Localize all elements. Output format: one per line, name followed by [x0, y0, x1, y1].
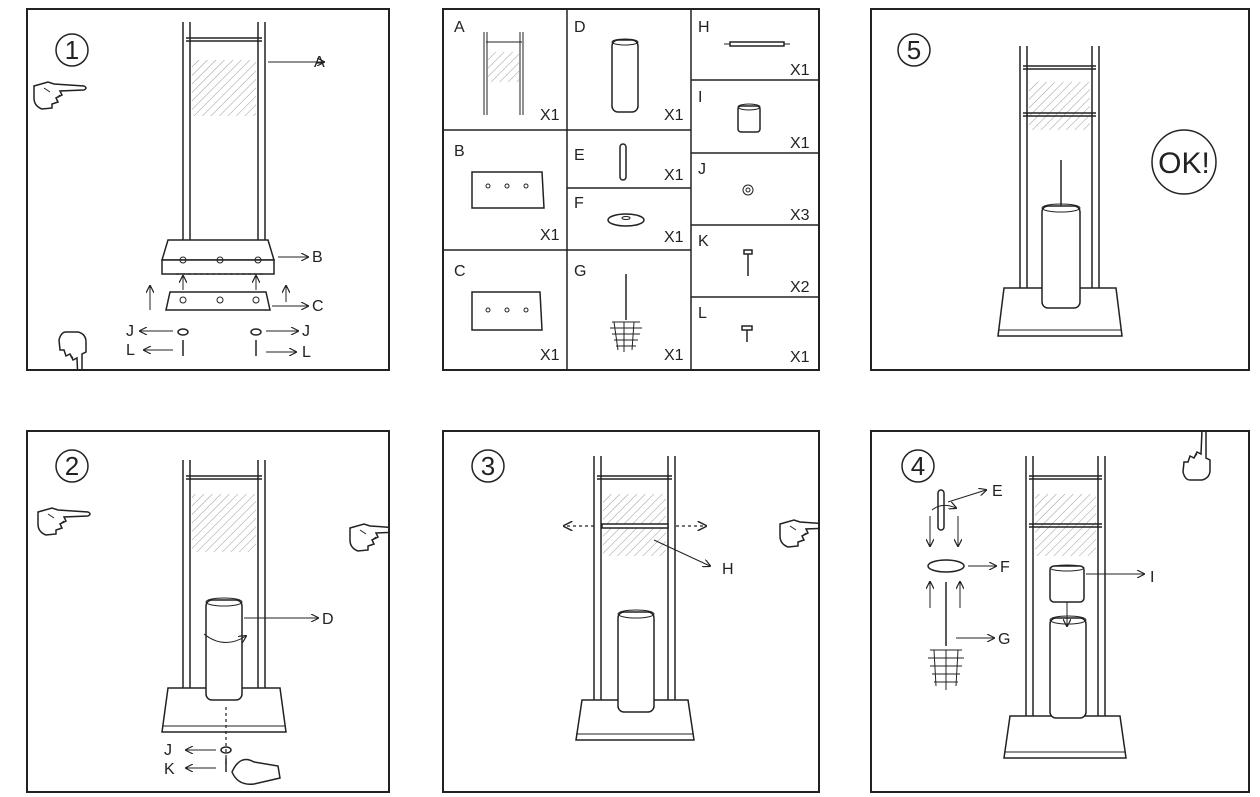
- parts-list-grid: A X1 B X1 C X1 D X1 E X1 F X1 G X1: [444, 10, 818, 369]
- step-5-diagram: 5 OK!: [897, 33, 1217, 337]
- label-J-right: J: [302, 323, 310, 340]
- part-H-qty: X1: [790, 62, 810, 79]
- step-4-diagram: 4 I E F G: [901, 432, 1211, 759]
- part-J-letter: J: [698, 161, 706, 178]
- part-H-letter: H: [698, 19, 710, 36]
- label-A: A: [314, 54, 325, 71]
- step-3-diagram: 3 H: [471, 449, 818, 741]
- pointing-down-hand-icon: [58, 331, 87, 369]
- step-1-number: 1: [65, 35, 79, 65]
- step-1-diagram: 1 A B C J J L L: [33, 22, 325, 369]
- ok-badge: [1151, 129, 1217, 195]
- pointing-hand-icon: [37, 507, 91, 536]
- step-5-panel: 5 OK!: [870, 8, 1250, 371]
- part-G-qty: X1: [664, 347, 684, 364]
- part-F-qty: X1: [664, 229, 684, 246]
- part-I-letter: I: [698, 89, 702, 106]
- pointing-hand-icon-2: [349, 523, 388, 552]
- part-J-qty: X3: [790, 207, 810, 224]
- label-J-left: J: [126, 323, 134, 340]
- label-L-left: L: [126, 342, 135, 359]
- step-3-panel: 3 H: [442, 430, 820, 793]
- part-D-cylinder: [205, 599, 243, 701]
- label-K: K: [164, 761, 175, 778]
- step-2-number: 2: [65, 451, 79, 481]
- label-I: I: [1150, 569, 1154, 586]
- label-F: F: [1000, 559, 1010, 576]
- pointing-hand-icon: [779, 519, 818, 548]
- part-K-letter: K: [698, 233, 709, 250]
- paper-roll-hatch: [192, 60, 256, 116]
- hand-screwing-icon: [231, 758, 281, 785]
- part-E-qty: X1: [664, 167, 684, 184]
- part-F-disc: [927, 559, 965, 573]
- label-G: G: [998, 631, 1010, 648]
- ok-text: OK!: [1158, 147, 1210, 180]
- label-D: D: [322, 611, 334, 628]
- step-1-panel: 1 A B C J J L L: [26, 8, 390, 371]
- step-5-number: 5: [907, 35, 921, 65]
- part-D-letter: D: [574, 19, 586, 36]
- label-H: H: [722, 561, 734, 578]
- part-L-letter: L: [698, 305, 707, 322]
- part-C-plate: [165, 291, 271, 311]
- part-H-bar: [601, 523, 669, 529]
- part-K-qty: X2: [790, 279, 810, 296]
- part-C-letter: C: [454, 263, 466, 280]
- label-B: B: [312, 249, 323, 266]
- part-C-qty: X1: [540, 347, 560, 364]
- part-D-qty: X1: [664, 107, 684, 124]
- step-2-diagram: 2 D J K: [37, 449, 388, 785]
- label-L-right: L: [302, 344, 311, 361]
- part-I-qty: X1: [790, 135, 810, 152]
- part-E-rod: [937, 489, 945, 531]
- part-G-letter: G: [574, 263, 586, 280]
- part-A-qty: X1: [540, 107, 560, 124]
- pointing-up-hand-icon: [1182, 432, 1211, 481]
- part-A-letter: A: [454, 19, 465, 36]
- label-C: C: [312, 298, 324, 315]
- part-E-letter: E: [574, 147, 585, 164]
- parts-list-panel: A X1 B X1 C X1 D X1 E X1 F X1 G X1: [442, 8, 820, 371]
- label-E: E: [992, 483, 1003, 500]
- part-B-letter: B: [454, 143, 465, 160]
- part-L-qty: X1: [790, 349, 810, 366]
- part-B-qty: X1: [540, 227, 560, 244]
- step-4-number: 4: [911, 451, 925, 481]
- label-J: J: [164, 742, 172, 759]
- step-3-number: 3: [481, 451, 495, 481]
- step-2-panel: 2 D J K: [26, 430, 390, 793]
- step-number-circle: [55, 33, 89, 67]
- step-4-panel: 4 I E F G: [870, 430, 1250, 793]
- pointing-hand-icon: [33, 81, 87, 110]
- part-F-letter: F: [574, 195, 584, 212]
